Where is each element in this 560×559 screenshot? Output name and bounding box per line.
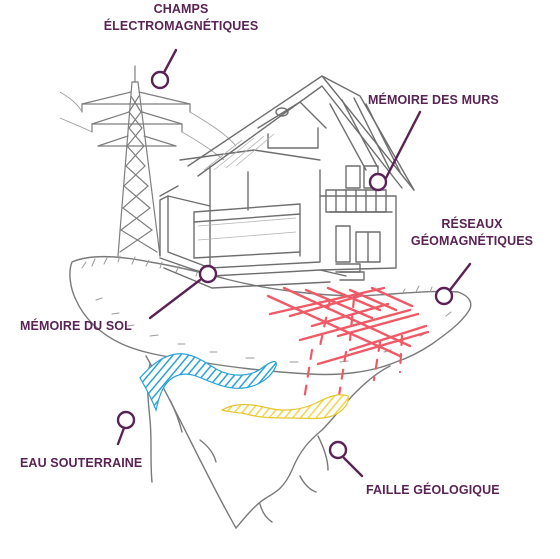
callout-marker-icon	[368, 172, 388, 192]
power-pylon	[81, 65, 191, 257]
callout-marker-icon	[434, 286, 454, 306]
callout-marker-icon	[198, 264, 218, 284]
label-champs-line2: ÉLECTROMAGNÉTIQUES	[103, 19, 259, 33]
label-eau-souterraine: EAU SOUTERRAINE	[20, 455, 142, 472]
label-champs-electromagnetiques: CHAMPS ÉLECTROMAGNÉTIQUES	[86, 1, 276, 35]
water-vein	[139, 353, 277, 412]
label-memoire-murs-text: MÉMOIRE DES MURS	[368, 93, 499, 107]
label-champs-line1: CHAMPS	[153, 2, 209, 16]
fault-vein	[220, 394, 349, 420]
geomagnetic-dashes	[302, 296, 404, 404]
roof-hatching	[197, 133, 297, 241]
label-reseaux-line2: GÉOMAGNÉTIQUES	[410, 234, 534, 248]
label-faille-geologique: FAILLE GÉOLOGIQUE	[366, 482, 500, 499]
label-eau-text: EAU SOUTERRAINE	[20, 456, 143, 470]
callout-marker-icon	[328, 440, 348, 460]
label-reseaux-line1: RÉSEAUX	[441, 217, 503, 231]
label-faille-text: FAILLE GÉOLOGIQUE	[366, 483, 500, 497]
label-memoire-sol-text: MÉMOIRE DU SOL	[20, 319, 132, 333]
geomagnetic-grid	[266, 286, 430, 366]
callout-marker-icon	[150, 70, 170, 90]
house	[159, 75, 415, 289]
callout-marker-icon	[116, 410, 136, 430]
callout-markers	[116, 70, 454, 460]
label-memoire-des-murs: MÉMOIRE DES MURS	[368, 92, 499, 109]
label-reseaux-geomagnetiques: RÉSEAUX GÉOMAGNÉTIQUES	[398, 216, 546, 250]
power-lines	[59, 91, 237, 161]
label-memoire-du-sol: MÉMOIRE DU SOL	[20, 318, 132, 335]
